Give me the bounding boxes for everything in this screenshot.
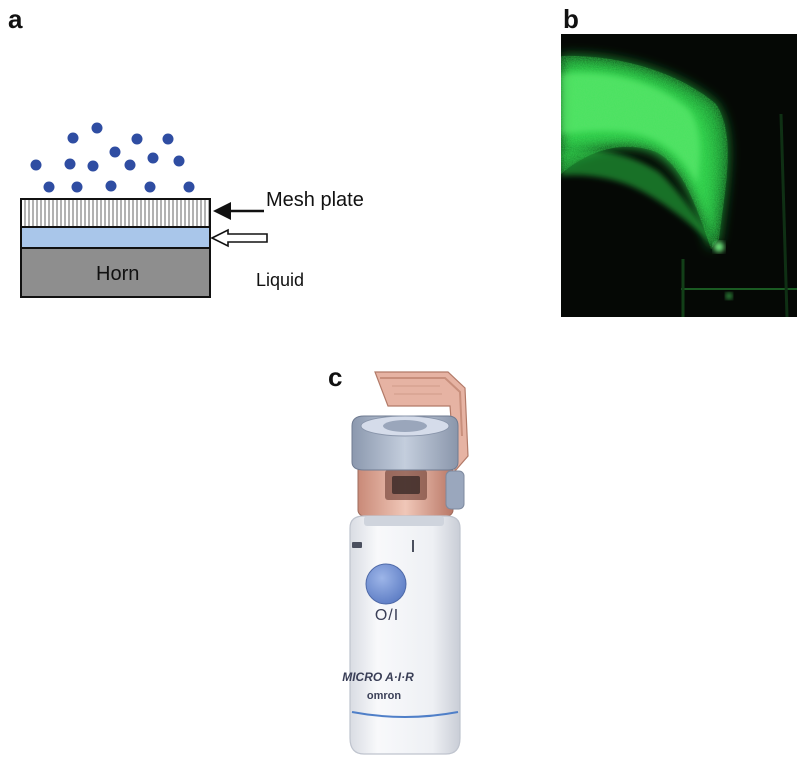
mesh-plate	[20, 198, 211, 228]
droplet	[162, 133, 174, 145]
droplet	[64, 158, 76, 170]
droplet	[91, 122, 103, 134]
panel-label-c: c	[328, 362, 343, 392]
side-clip	[445, 470, 465, 510]
mesh-plate-arrow	[213, 202, 264, 220]
droplet	[147, 152, 159, 164]
power-button-label: O/I	[375, 607, 399, 624]
aerosol-plume-photo	[561, 34, 797, 317]
droplet	[173, 155, 185, 167]
brand-label: MICRO A·I·R	[342, 670, 414, 684]
droplet	[183, 181, 195, 193]
device-body	[349, 515, 461, 755]
power-indicator-icon	[412, 540, 414, 552]
horn	[20, 247, 211, 298]
power-button	[365, 563, 407, 605]
droplet	[87, 160, 99, 172]
panel-label-a: a	[8, 4, 23, 34]
droplet	[124, 159, 136, 171]
droplet	[43, 181, 55, 193]
droplet	[144, 181, 156, 193]
horn-label: Horn	[96, 263, 140, 285]
liquid-label: Liquid	[256, 270, 305, 290]
nebulizer-device-photo: O/I MICRO A·I·R omron	[342, 371, 469, 755]
droplet	[30, 159, 42, 171]
liquid-layer	[20, 226, 211, 249]
panel-label-b: b	[563, 4, 579, 34]
mouthpiece-lid	[374, 371, 469, 473]
droplet	[67, 132, 79, 144]
battery-indicator-icon	[352, 542, 362, 548]
mesh-nebulizer-diagram	[20, 122, 268, 298]
droplet	[109, 146, 121, 158]
liquid-arrow	[210, 228, 268, 248]
maker-label: omron	[367, 690, 402, 702]
mesh-plate-label: Mesh plate	[266, 189, 364, 211]
droplet	[131, 133, 143, 145]
droplet	[71, 181, 83, 193]
aerosol-droplets	[30, 122, 195, 193]
body-stripe	[351, 711, 459, 718]
droplet	[105, 180, 117, 192]
